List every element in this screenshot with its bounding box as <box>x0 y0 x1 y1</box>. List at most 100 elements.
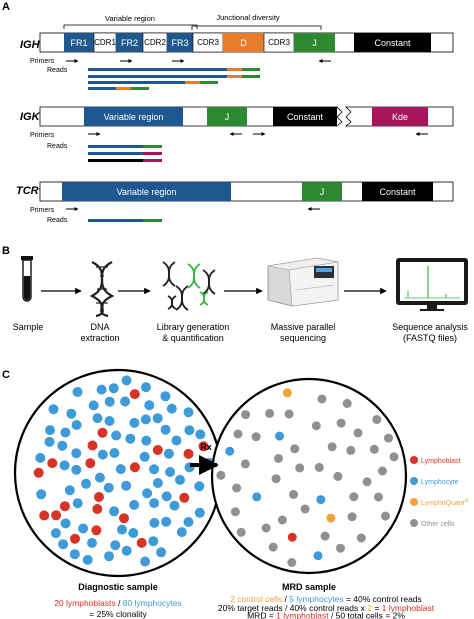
lymphocyte-cell <box>125 433 136 444</box>
lymphocyte-cell <box>115 464 126 475</box>
igh-fr2-label: FR2 <box>121 38 138 48</box>
lymphocyte-cell <box>140 556 151 567</box>
lymphocyte-cell <box>160 424 171 435</box>
lymphocyte-cell <box>96 384 107 395</box>
legend-label-other: Other cells <box>421 521 455 528</box>
other-cell <box>381 511 390 521</box>
other-cell <box>295 463 305 473</box>
lymphocyte-cell <box>225 446 235 456</box>
igk-constant-segment <box>273 107 337 126</box>
other-cell <box>353 428 363 438</box>
lymphocyte-cell <box>87 537 97 548</box>
igh-cdr3-label: CDR3 <box>197 38 219 47</box>
other-cell <box>300 504 310 514</box>
lymphoblast-cell <box>129 389 140 400</box>
other-cell <box>336 418 346 428</box>
lymphoblast-cell <box>70 533 80 544</box>
lymphocyte-cell <box>183 517 194 527</box>
tcrg-reads <box>88 219 162 222</box>
igh-diagram: IGH Variable region Junctional diversity… <box>20 13 454 90</box>
lymphocyte-cell <box>71 448 82 459</box>
rx-label: Rx <box>200 442 212 452</box>
step-label-sample: Sample <box>13 322 44 332</box>
other-cell <box>240 459 250 469</box>
igh-fr3-label: FR3 <box>171 38 188 48</box>
other-cell <box>232 483 242 493</box>
other-cell <box>274 454 283 463</box>
other-cell <box>271 474 281 484</box>
lymphocyte-cell <box>129 499 140 510</box>
lymphocyte-cell <box>104 416 115 426</box>
other-cell <box>378 466 387 476</box>
lymphocyte-cell <box>316 495 326 505</box>
lymphoblast-cell <box>183 448 194 459</box>
other-cell <box>216 470 226 480</box>
lymphocyte-cell <box>81 478 91 489</box>
lymphoblast-cell <box>39 510 50 521</box>
igh-cdr1-label: CDR1 <box>94 38 116 47</box>
diagnostic-sample-title: Diagnostic sample <box>78 582 158 592</box>
lymphocyte-cell <box>176 527 187 538</box>
lymphocyte-cell <box>111 430 122 441</box>
lymphocyte-cell <box>60 427 71 438</box>
other-cell <box>389 452 399 462</box>
legend-label-lymphoquant: LymphoQuantID <box>421 498 470 507</box>
lymphoquant-cell <box>282 388 292 398</box>
lymphocyte-cell <box>108 383 119 394</box>
diagnostic-cells <box>33 375 214 567</box>
other-cell <box>320 531 330 541</box>
other-cell <box>289 489 298 499</box>
lymphocyte-cell <box>71 464 82 475</box>
igk-variable-label: Variable region <box>104 112 164 122</box>
lymphocyte-cell <box>78 523 89 534</box>
other-cell <box>233 429 243 439</box>
lymphocyte-cell <box>97 449 108 460</box>
lymphocyte-cell <box>58 539 69 550</box>
lymphocyte-cell <box>121 545 132 556</box>
igh-j-segment <box>294 33 335 52</box>
lymphocyte-cell <box>149 517 160 528</box>
other-cell <box>284 409 294 419</box>
lymphocyte-cell <box>71 420 82 430</box>
igk-j-label: J <box>225 112 230 122</box>
legend-swatch-lymphocyte <box>410 477 418 485</box>
tcrg-constant-label: Constant <box>379 187 416 197</box>
igk-j-segment <box>207 107 247 126</box>
igk-reads <box>88 145 162 162</box>
lymphoblast-cell <box>33 467 44 478</box>
other-cell <box>261 523 271 533</box>
igh-d-label: D <box>240 38 247 48</box>
lymphocyte-cell <box>104 551 114 562</box>
other-cell <box>362 477 372 487</box>
other-cell <box>230 507 240 517</box>
legend-swatch-lymphoblast <box>410 456 418 464</box>
lymphoblast-cell <box>94 492 104 502</box>
other-cell <box>333 471 343 481</box>
mrd-cells <box>216 388 399 567</box>
igh-reads-label: Reads <box>47 67 68 74</box>
mrd-sample-circle <box>210 377 408 575</box>
lymphoblast-cell <box>136 537 147 548</box>
igh-d-segment <box>223 33 264 52</box>
lymphoblast-cell <box>198 441 209 452</box>
lymphocyte-cell <box>142 488 153 499</box>
junctional-diversity-label: Junctional diversity <box>216 13 280 22</box>
lymphocyte-cell <box>109 448 120 458</box>
legend-label-lymphocyte: Lymphocyte <box>421 479 459 486</box>
tcrg-gene-label: TCRγ <box>16 185 46 197</box>
mrd-formula-line2: 20% target reads / 40% control reads x 2… <box>218 603 435 613</box>
lymphocyte-cell <box>88 400 99 411</box>
lymphocyte-cell <box>104 396 115 407</box>
lymphocyte-cell <box>195 429 206 440</box>
lymphocyte-cell <box>140 414 151 425</box>
sequencer-icon <box>267 257 339 307</box>
lymphoblast-cell <box>91 525 102 536</box>
other-cell <box>372 415 382 424</box>
lymphocyte-cell <box>82 554 93 565</box>
lymphocyte-cell <box>175 474 185 485</box>
lymphocyte-cell <box>194 481 205 492</box>
diagnostic-formula-line1: 20 lymphoblasts / 80 lymphocytes <box>54 598 182 608</box>
other-cell <box>287 558 297 567</box>
lymphocyte-cell <box>72 498 83 509</box>
